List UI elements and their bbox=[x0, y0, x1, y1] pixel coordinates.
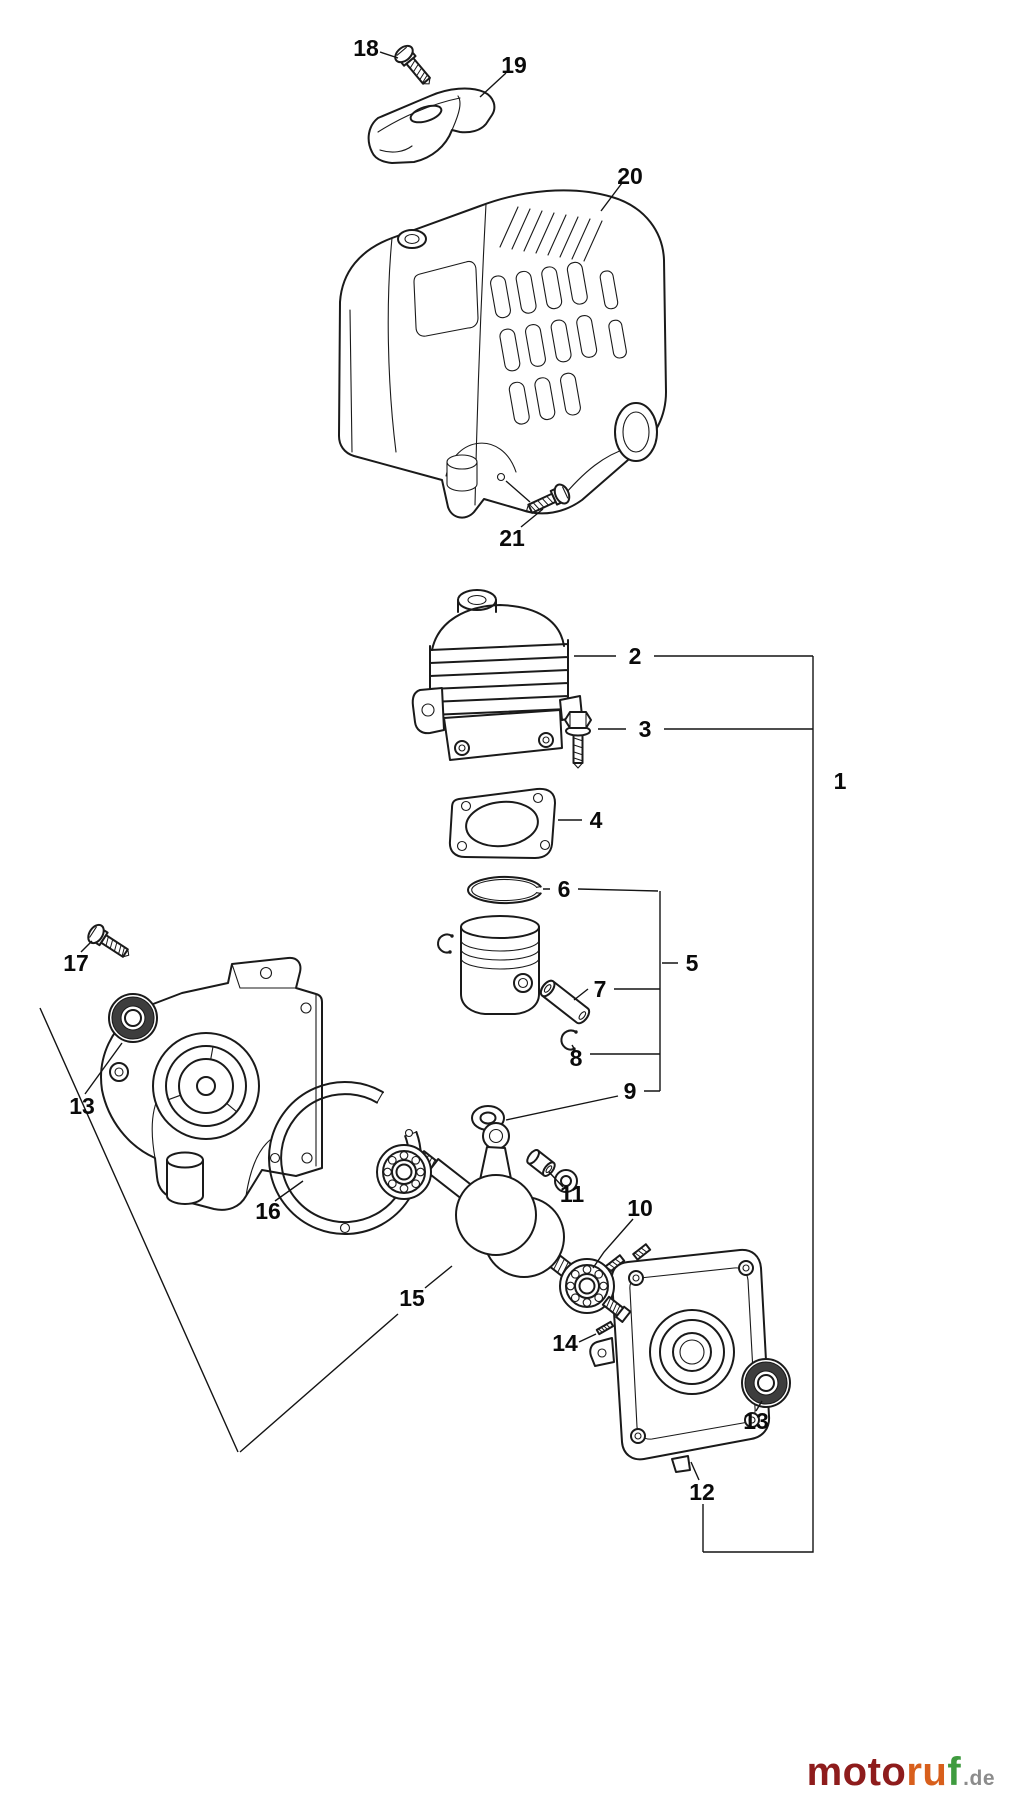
part-wrist-pin bbox=[539, 979, 591, 1025]
watermark-segment: f bbox=[947, 1750, 962, 1794]
callout-19: 19 bbox=[501, 52, 527, 78]
callout-11: 11 bbox=[560, 1181, 585, 1207]
callout-17: 17 bbox=[63, 950, 89, 976]
callouts: 18 19 20 21 2 3 1 4 6 5 7 8 9 17 13 16 1… bbox=[63, 35, 846, 1505]
callout-14: 14 bbox=[552, 1330, 578, 1356]
callout-20: 20 bbox=[617, 163, 643, 189]
callout-3: 3 bbox=[639, 716, 652, 742]
callout-12: 12 bbox=[689, 1479, 715, 1505]
watermark-segment: ru bbox=[906, 1750, 948, 1794]
callout-2: 2 bbox=[629, 643, 642, 669]
part-oil-seal-left bbox=[109, 994, 157, 1042]
callout-5: 5 bbox=[686, 950, 699, 976]
watermark-segment: moto bbox=[806, 1750, 907, 1794]
part-screw-18 bbox=[391, 41, 438, 92]
part-crankcase-bottom bbox=[589, 1243, 771, 1473]
callout-6: 6 bbox=[558, 876, 571, 902]
part-cylinder bbox=[411, 589, 583, 761]
part-piston bbox=[437, 915, 540, 1015]
callout-16: 16 bbox=[255, 1198, 281, 1224]
part-bolt-3 bbox=[564, 711, 592, 769]
callout-13-left: 13 bbox=[69, 1093, 95, 1119]
part-bearing-left bbox=[376, 1144, 432, 1200]
callout-1: 1 bbox=[834, 768, 847, 794]
leader-lines bbox=[39, 51, 814, 1553]
callout-10: 10 bbox=[627, 1195, 653, 1221]
part-oil-seal-right bbox=[742, 1359, 790, 1407]
callout-4: 4 bbox=[590, 807, 603, 833]
part-engine-cover bbox=[338, 189, 667, 519]
callout-21: 21 bbox=[499, 525, 525, 551]
callout-9: 9 bbox=[624, 1078, 637, 1104]
part-spacer bbox=[526, 1149, 578, 1193]
part-cylinder-gasket bbox=[448, 787, 556, 859]
callout-8: 8 bbox=[570, 1045, 583, 1071]
part-crankshaft-tip bbox=[601, 1295, 632, 1323]
callout-18: 18 bbox=[353, 35, 379, 61]
part-pin-14 bbox=[595, 1320, 615, 1336]
part-cover-bracket bbox=[367, 87, 496, 164]
part-piston-ring bbox=[467, 876, 542, 904]
callout-13-right: 13 bbox=[743, 1408, 769, 1434]
watermark-motoruf: moto ru f .de bbox=[807, 1752, 995, 1792]
callout-7: 7 bbox=[594, 976, 607, 1002]
callout-15: 15 bbox=[399, 1285, 425, 1311]
part-crankshaft bbox=[415, 1122, 603, 1301]
part-screw-17 bbox=[84, 921, 136, 965]
watermark-domain-suffix: .de bbox=[963, 1767, 995, 1790]
